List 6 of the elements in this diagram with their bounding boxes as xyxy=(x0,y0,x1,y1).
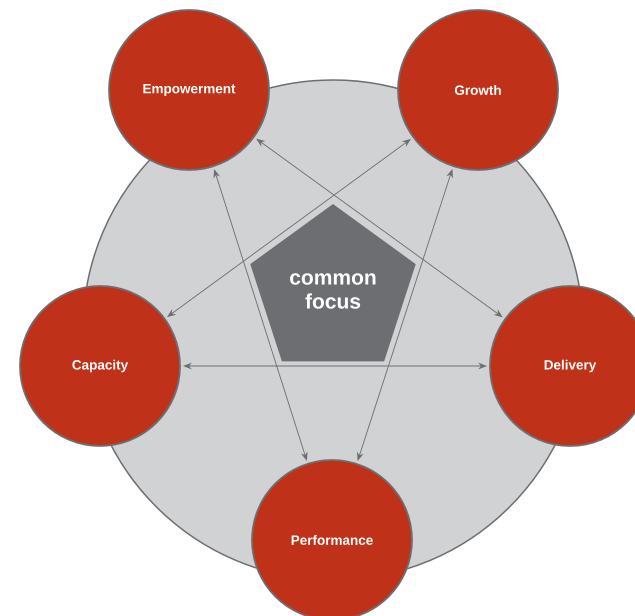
pentagon: common focus xyxy=(250,204,416,362)
circle-node: Performance xyxy=(251,459,413,616)
circle-node: Capacity xyxy=(19,285,181,447)
circle-node: Empowerment xyxy=(108,9,270,171)
circle-node: Delivery xyxy=(489,285,635,447)
circle-node: Growth xyxy=(397,9,559,171)
